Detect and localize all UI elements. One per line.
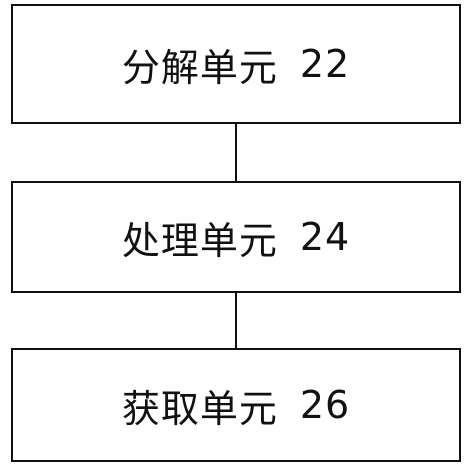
acquisition-unit-box: 获取单元 26 <box>11 348 461 462</box>
connector-line <box>235 124 237 181</box>
unit-label: 处理单元 <box>121 218 278 263</box>
unit-number: 24 <box>299 215 351 259</box>
decomposition-unit-box: 分解单元 22 <box>11 4 461 124</box>
unit-number: 22 <box>299 42 351 86</box>
processing-unit-box: 处理单元 24 <box>11 181 461 293</box>
unit-label: 获取单元 <box>121 386 278 431</box>
unit-label: 分解单元 <box>121 45 278 90</box>
connector-line <box>235 293 237 348</box>
unit-number: 26 <box>299 383 351 427</box>
